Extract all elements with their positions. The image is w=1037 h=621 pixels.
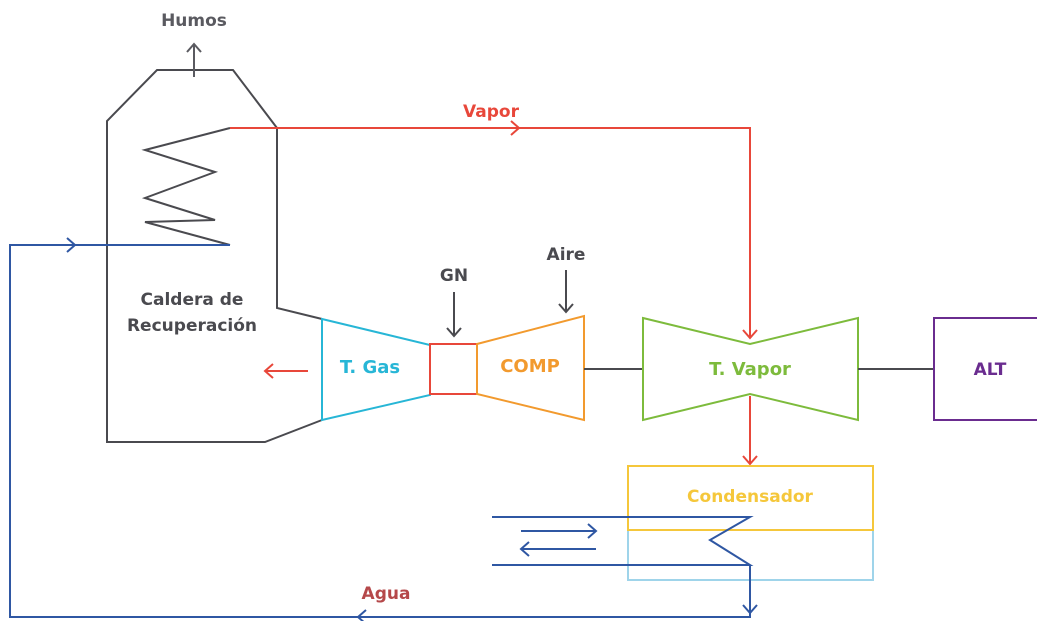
condenser-top-box <box>627 465 874 531</box>
compressor <box>476 314 585 422</box>
caldera-label-line1: Caldera de <box>141 290 244 310</box>
steam-turbine <box>642 316 859 422</box>
gas-turbine-label: T. Gas <box>340 357 400 378</box>
feedwater-right-arrow-icon <box>66 237 77 253</box>
steam-flow-arrow-icon <box>510 120 521 136</box>
boiler <box>106 69 323 443</box>
alternator <box>933 317 1037 421</box>
gn-arrow-icon <box>446 292 462 338</box>
exhaust-steam-arrow-icon <box>742 455 758 466</box>
compressor-label: COMP <box>500 356 560 377</box>
feedwater-left-arrow-icon <box>356 609 367 621</box>
steam-line <box>230 120 758 340</box>
steam-turbine-label: T. Vapor <box>709 359 791 380</box>
steam-down-arrow-icon <box>742 329 758 340</box>
vapor-label: Vapor <box>463 102 520 122</box>
aire-label: Aire <box>547 245 586 265</box>
caldera-label-line2: Recuperación <box>127 316 257 336</box>
alternator-label: ALT <box>974 360 1007 380</box>
condenser-label: Condensador <box>687 487 813 507</box>
cooling-out-arrow-icon <box>519 541 530 557</box>
combustion-chamber <box>429 343 478 395</box>
boiler-coil <box>141 127 231 246</box>
cooling-in-arrow-icon <box>587 523 598 539</box>
exhaust-steam-line <box>742 396 758 466</box>
feedwater-down-arrow-icon <box>742 604 758 615</box>
feedwater-line <box>9 237 758 621</box>
agua-label: Agua <box>362 584 411 604</box>
boiler-outline <box>106 69 323 443</box>
gn-label: GN <box>440 266 468 286</box>
cooling-water <box>492 516 754 566</box>
aire-arrow-icon <box>558 270 574 314</box>
humos-arrow-icon <box>186 42 202 77</box>
condenser <box>627 465 874 581</box>
exhaust-arrow-icon <box>263 363 308 379</box>
humos-label: Humos <box>161 11 227 31</box>
